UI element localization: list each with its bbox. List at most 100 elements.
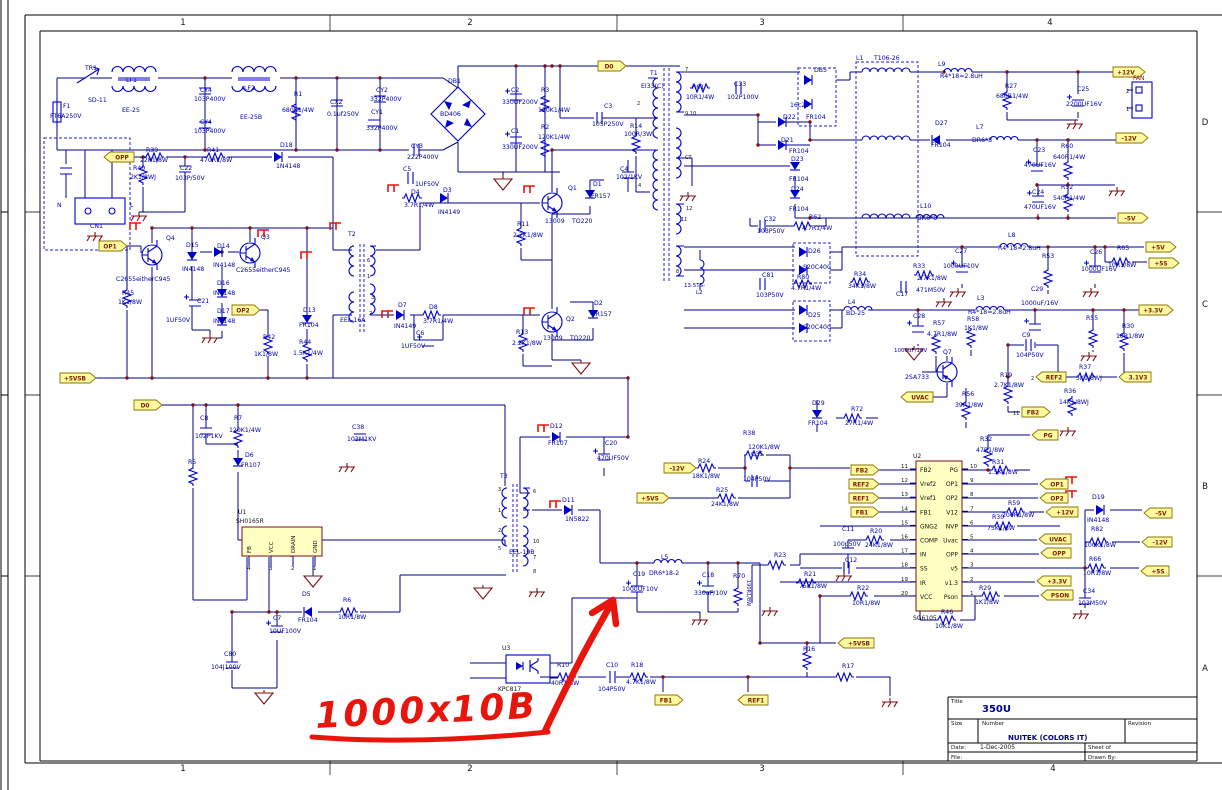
net-flag [1039,492,1069,504]
schematic-text: 2 [467,764,472,774]
schematic-text: FR104 [789,148,809,155]
ic-pin-number: 10 [970,464,977,470]
schematic-text: 200R1/8W [1002,512,1034,519]
schematic-text: R27 [1005,83,1017,90]
ground-symbol [493,175,513,191]
net-flag [848,492,880,504]
net-flag [1035,371,1067,383]
schematic-text: D23 [791,156,804,163]
schematic-text: L1 [856,55,863,62]
schematic-text: 1000uF/16V [1021,300,1059,307]
schematic-text: 103P400V [194,128,226,135]
schematic-text: SD-11 [88,97,107,104]
ic-pin-name: SS [920,566,928,573]
component-symbol [407,171,414,185]
net-flag-label: +5VSB [64,376,87,382]
schematic-text: 27R1/4W [845,420,873,427]
marker-arrow [541,596,617,735]
net-flag [1031,429,1059,441]
schematic-text: 1000uF/10V [894,348,927,354]
schematic-text: 10R1/8W [852,600,880,607]
ic-pin-name: v1.3 [945,580,958,587]
schematic-text: C23 [1033,147,1045,154]
schematic-text: 6 [533,489,536,495]
schematic-text: R61 [692,84,704,91]
component-symbol [141,239,163,271]
schematic-text: 470UF16V [1024,204,1057,211]
component-symbol [1043,267,1053,289]
net-flag-label: +5S [1151,569,1164,575]
ic-pin-number: 2 [970,577,974,583]
schematic-text: T1 [649,70,658,77]
schematic-text: 1 [1126,107,1129,113]
net-flag [1148,257,1180,269]
net-flag-label: +5VSB [848,641,871,647]
pulse-icon [537,424,550,433]
net-flag [654,694,684,706]
schematic-text: R21 [804,571,816,578]
schematic-text: 2 [637,101,640,107]
schematic-text: 103P400V [194,96,226,103]
schematic-text: 2 [467,18,472,28]
schematic-text: TO220 [569,335,591,342]
schematic-text: 75K1/8W [987,525,1015,532]
schematic-text: R32 [980,436,992,443]
component-symbol [186,251,198,261]
component-symbol [563,504,573,516]
schematic-text: R24 [698,458,710,465]
schematic-text: FR107 [241,462,261,469]
schematic-text: Q1 [568,185,577,192]
ground-symbol [1066,119,1084,130]
schematic-text: R39 [146,147,158,154]
schematic-text: 102/1KV [616,174,643,181]
schematic-text: FT6A250V [50,113,82,120]
component-symbol [59,167,73,175]
schematic-text: C33 [734,81,746,88]
schematic-text: C6 [416,330,424,337]
schematic-text: R3 [541,87,549,94]
net-flag [850,506,880,518]
schematic-text: 3.7R1/4W [423,318,453,325]
schematic-text: 640R1/4W [1053,154,1085,161]
schematic-text: C17 [896,291,908,298]
schematic-text: FR157 [592,311,612,318]
schematic-text: TO220 [571,218,593,225]
schematic-text: R65 [1117,245,1129,252]
net-flag [900,391,934,403]
schematic-text: D5 [302,591,311,598]
component-symbol [273,151,283,163]
component-symbol [1095,504,1105,516]
net-flag-label: +5VS [641,496,659,502]
schematic-text: 10R1/8W [338,614,366,621]
ic-pin-number: 12 [901,478,908,484]
net-flag [1038,533,1072,545]
schematic-text: SG6105 [913,615,937,622]
net-flag-label: FB1 [660,698,672,704]
schematic-text: U2 [913,453,921,460]
pulse-icon [523,185,536,194]
ground-symbol [691,615,709,626]
schematic-text: D14 [217,243,230,250]
net-flag-label: +3.3V [1047,579,1067,585]
schematic-text: C12 [845,557,857,564]
schematic-text: C10 [606,662,618,669]
schematic-text: 0.1uf250V [327,111,360,118]
ground-symbol [338,462,356,473]
schematic-text: 1K1/8W [964,325,988,332]
schematic-text: 4 [1047,18,1052,28]
ground-symbol [1072,609,1090,620]
schematic-text: D3 [443,187,452,194]
schematic-text: 11 [1013,411,1019,417]
schematic-text: U3 [502,645,510,652]
net-flag-label: -5V [1156,511,1167,517]
schematic-text: 2K1/8WJ [130,174,156,181]
schematic-text: D12 [550,423,563,430]
schematic-text: R19 [1000,372,1012,379]
schematic-text: CT [685,155,692,161]
component-symbol [1023,317,1042,331]
schematic-text: 13009 [545,218,565,225]
ground-symbol [303,572,323,588]
schematic-text: L9 [938,61,945,68]
schematic-text: C11 [842,526,854,533]
schematic-text: C22 [180,165,192,172]
